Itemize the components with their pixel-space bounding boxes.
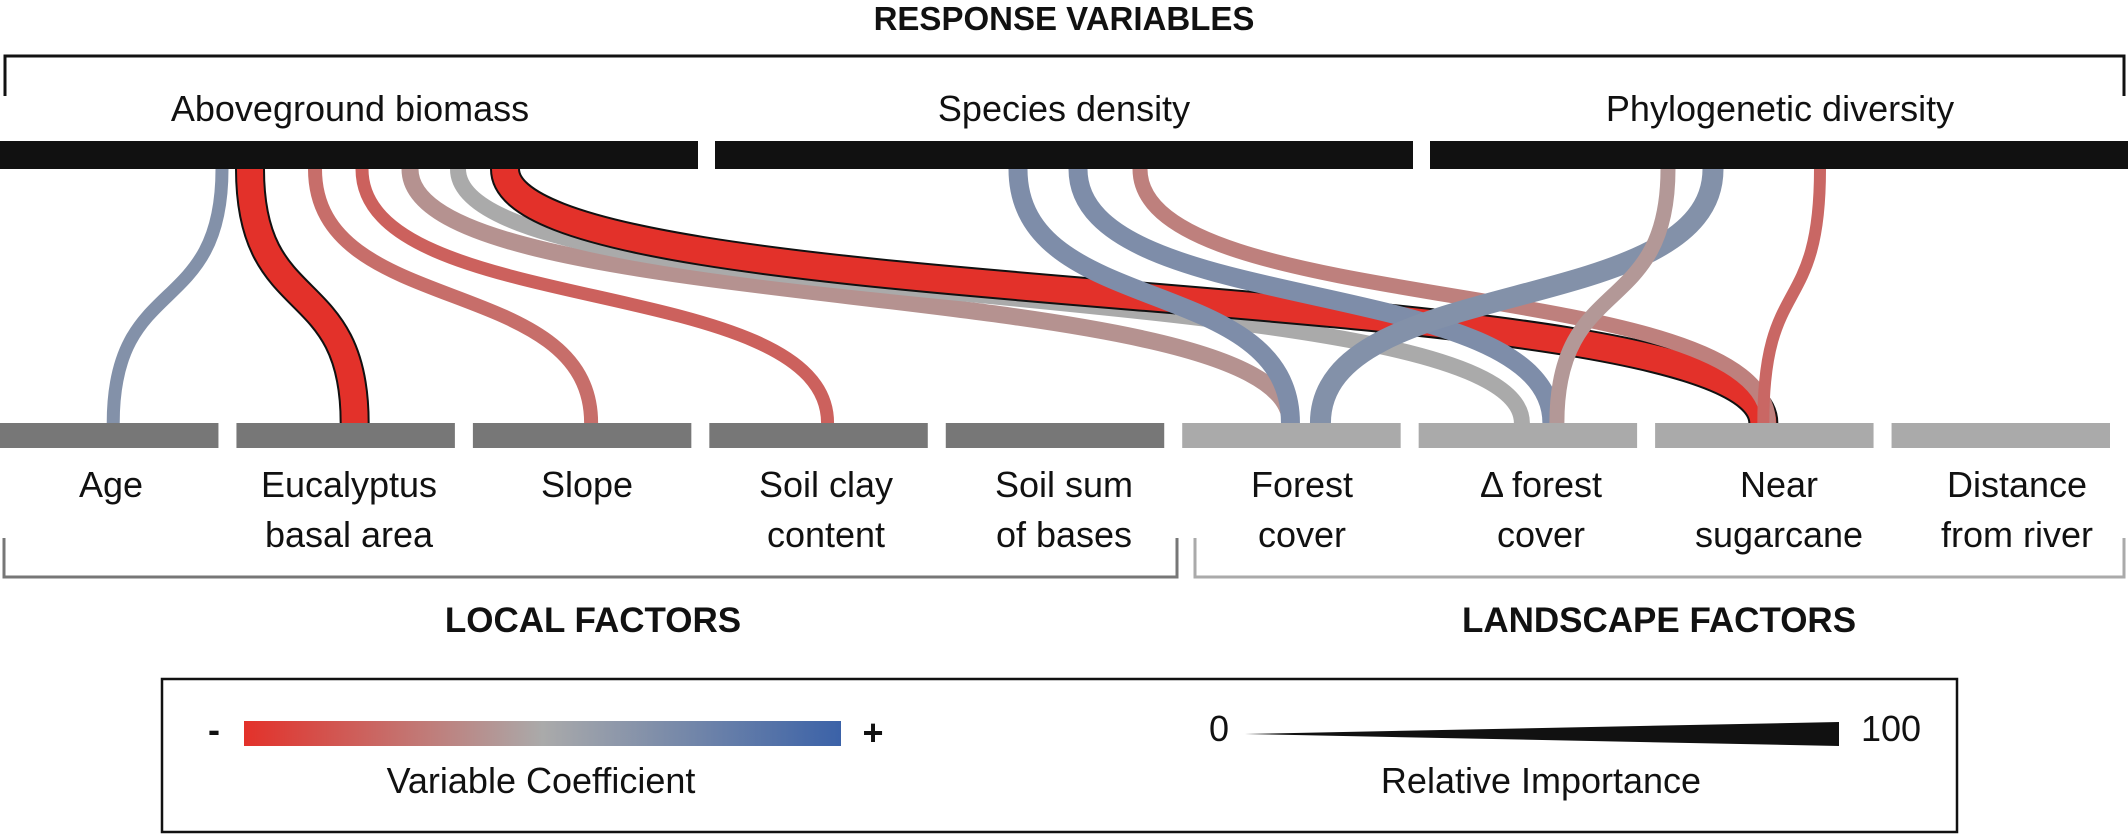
predictor-label-delta-forest-line1: Δ forest xyxy=(1480,464,1602,505)
importance-legend-label: Relative Importance xyxy=(1381,760,1701,801)
legend-box xyxy=(160,677,1959,834)
coefficient-max-label: + xyxy=(862,712,883,753)
importance-min-label: 0 xyxy=(1209,708,1229,749)
local-factors-label: LOCAL FACTORS xyxy=(445,601,741,640)
predictor-label-age: Age xyxy=(79,464,143,505)
coefficient-min-label: - xyxy=(208,709,220,750)
link-biomass-age xyxy=(106,168,229,424)
response-bar-species-density xyxy=(715,141,1413,169)
predictor-label-delta-forest-line2: cover xyxy=(1497,514,1585,555)
predictor-bar-slope xyxy=(472,423,692,448)
predictor-label-river-line2: from river xyxy=(1941,514,2093,555)
link-biomass-slope xyxy=(308,168,599,424)
predictor-bar-dforest xyxy=(1418,423,1638,448)
landscape-factors-label: LANDSCAPE FACTORS xyxy=(1462,601,1856,640)
landscape-factors-bracket xyxy=(1193,538,2126,579)
predictor-label-slope: Slope xyxy=(541,464,633,505)
response-label-species-density: Species density xyxy=(938,88,1190,129)
response-bar-phylogenetic-diversity xyxy=(1430,141,2128,169)
predictor-label-sugarcane-line1: Near xyxy=(1740,464,1818,505)
predictor-label-eucalyptus-line2: basal area xyxy=(265,514,434,555)
response-variables-title: RESPONSE VARIABLES xyxy=(874,0,1255,37)
predictor-bar-eucalyptus xyxy=(236,423,455,448)
predictor-label-sugarcane-line2: sugarcane xyxy=(1695,514,1863,555)
predictor-labels: Age Eucalyptus basal area Slope Soil cla… xyxy=(79,464,2093,555)
link-phylo-sugarcane xyxy=(1757,168,1826,424)
link-phylo-forest xyxy=(1309,168,1724,424)
predictor-bar-sugarcane xyxy=(1655,423,1874,448)
local-factors-bracket xyxy=(2,538,1179,579)
coefficient-gradient-bar xyxy=(244,721,841,746)
importance-wedge xyxy=(1245,722,1839,746)
predictor-label-forest-line1: Forest xyxy=(1251,464,1353,505)
response-bracket xyxy=(3,54,2126,96)
predictor-label-clay-line1: Soil clay xyxy=(759,464,893,505)
predictor-bar-layer xyxy=(0,423,2110,448)
response-label-phylogenetic-diversity: Phylogenetic diversity xyxy=(1606,88,1954,129)
predictor-label-river-line1: Distance xyxy=(1947,464,2087,505)
link-density-sugarcane xyxy=(1132,168,1776,424)
predictor-label-bases-line2: of bases xyxy=(996,514,1132,555)
link-layer xyxy=(106,166,1826,426)
predictor-label-bases-line1: Soil sum xyxy=(995,464,1133,505)
response-bar-biomass xyxy=(0,141,698,169)
predictor-bar-river xyxy=(1891,423,2110,448)
predictor-bar-forest xyxy=(1182,423,1401,448)
predictor-label-clay-line2: content xyxy=(767,514,885,555)
link-biomass-eucalyptus xyxy=(237,168,368,424)
predictor-label-forest-line2: cover xyxy=(1258,514,1346,555)
predictor-bar-age xyxy=(0,423,219,448)
importance-max-label: 100 xyxy=(1861,708,1921,749)
coefficient-legend-label: Variable Coefficient xyxy=(387,760,696,801)
predictor-label-eucalyptus-line1: Eucalyptus xyxy=(261,464,437,505)
link-biomass-forest xyxy=(401,167,1299,425)
link-density-dforest xyxy=(1068,168,1562,424)
link-biomass-clay xyxy=(355,168,835,424)
link-phylo-dforest xyxy=(1549,168,1676,424)
predictor-bar-bases xyxy=(945,423,1165,448)
legend: - + Variable Coefficient 0 100 Relative … xyxy=(160,677,1959,834)
link-density-forest xyxy=(1008,168,1300,424)
response-label-biomass: Aboveground biomass xyxy=(171,88,529,129)
predictor-bar-clay xyxy=(709,423,928,448)
